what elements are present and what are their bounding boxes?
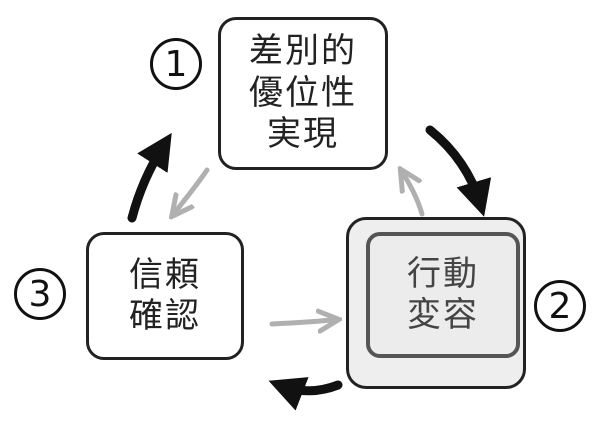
arrow-3-to-1 xyxy=(127,132,172,223)
arrow-1-to-2 xyxy=(425,125,492,217)
node-1-line-3: 実現 xyxy=(267,114,339,155)
node-2-line-1: 行動 xyxy=(407,253,479,294)
arrow-2-to-1-weak xyxy=(404,175,425,217)
number-badge-1: 1 xyxy=(150,38,202,90)
node-1-line-1: 差別的 xyxy=(249,31,357,72)
node-behavior-change-box: 行動 変容 xyxy=(366,232,520,358)
number-badge-2: 2 xyxy=(534,280,586,332)
node-2-line-2: 変容 xyxy=(407,295,479,335)
node-1-line-2: 優位性 xyxy=(249,72,357,113)
node-trust-confirmation-box: 信頼 確認 xyxy=(86,232,244,360)
arrow-1-to-3-weak xyxy=(176,167,210,211)
node-differentiation-box: 差別的 優位性 実現 xyxy=(218,17,388,170)
number-badge-3: 3 xyxy=(14,268,66,320)
arrow-3-to-2-weak xyxy=(269,320,332,324)
node-3-line-2: 確認 xyxy=(129,296,201,336)
node-3-line-1: 信頼 xyxy=(129,254,201,295)
arrow-2-to-3 xyxy=(268,377,343,411)
